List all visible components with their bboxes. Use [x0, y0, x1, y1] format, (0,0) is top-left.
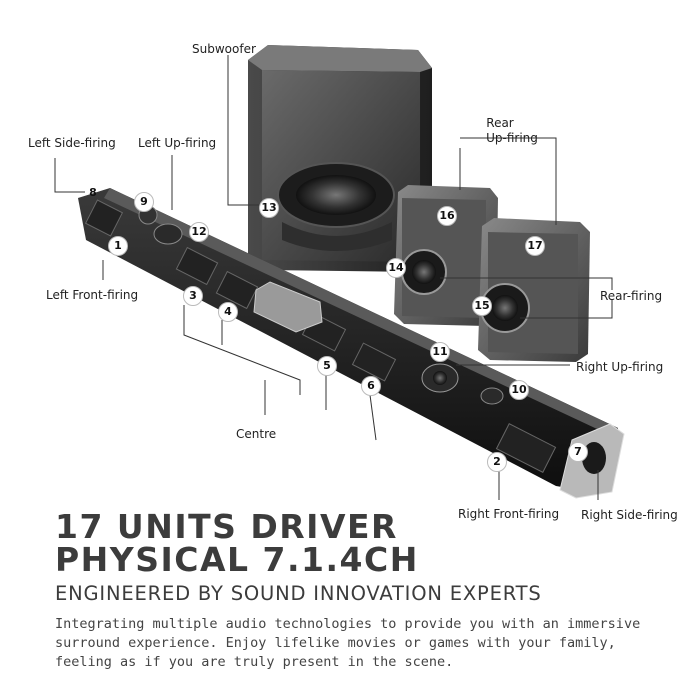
label-rear-firing: Rear-firing	[600, 289, 663, 303]
marker-5: 5	[317, 356, 337, 376]
rear-speaker-right	[478, 218, 590, 362]
label-centre: Centre	[236, 427, 277, 441]
marker-12: 12	[189, 222, 209, 242]
marker-4: 4	[218, 302, 238, 322]
label-right-front-firing: Right Front-firing	[458, 507, 560, 521]
label-left-front-firing: Left Front-firing	[46, 288, 139, 302]
marker-14: 14	[386, 258, 406, 278]
leader-lines	[54, 55, 613, 505]
soundbar-system-illustration	[54, 45, 625, 505]
marker-7: 7	[568, 442, 588, 462]
marker-13: 13	[259, 198, 279, 218]
headline: 17 UNITS DRIVER PHYSICAL 7.1.4CH	[55, 510, 675, 576]
soundbar-unit	[78, 188, 625, 499]
label-subwoofer: Subwoofer	[192, 42, 256, 56]
label-rear-upfiring-line1: Rear	[486, 116, 514, 130]
product-diagram: Subwoofer Rear Up-firing Left Side-firin…	[28, 42, 678, 522]
label-right-up-firing: Right Up-firing	[576, 360, 664, 374]
subwoofer-unit	[248, 45, 432, 272]
marker-17: 17	[525, 236, 545, 256]
marker-16: 16	[437, 206, 457, 226]
headline-line1: 17 UNITS DRIVER	[55, 507, 398, 546]
marker-11: 11	[430, 342, 450, 362]
marker-10: 10	[509, 380, 529, 400]
marker-2: 2	[487, 452, 507, 472]
marker-1: 1	[108, 236, 128, 256]
rear-speaker-left	[394, 185, 498, 326]
label-left-side-firing: Left Side-firing	[28, 136, 116, 150]
label-left-up-firing: Left Up-firing	[138, 136, 217, 150]
headline-line2: PHYSICAL 7.1.4CH	[55, 540, 419, 579]
description-text: Integrating multiple audio technologies …	[55, 616, 641, 670]
subheadline: ENGINEERED BY SOUND INNOVATION EXPERTS	[55, 582, 542, 605]
marker-8: 8	[89, 186, 97, 199]
marker-3: 3	[183, 286, 203, 306]
label-rear-upfiring-line2: Up-firing	[486, 131, 538, 145]
label-right-side-firing: Right Side-firing	[581, 508, 678, 522]
marker-6: 6	[361, 376, 381, 396]
marker-15: 15	[472, 296, 492, 316]
marker-9: 9	[134, 192, 154, 212]
